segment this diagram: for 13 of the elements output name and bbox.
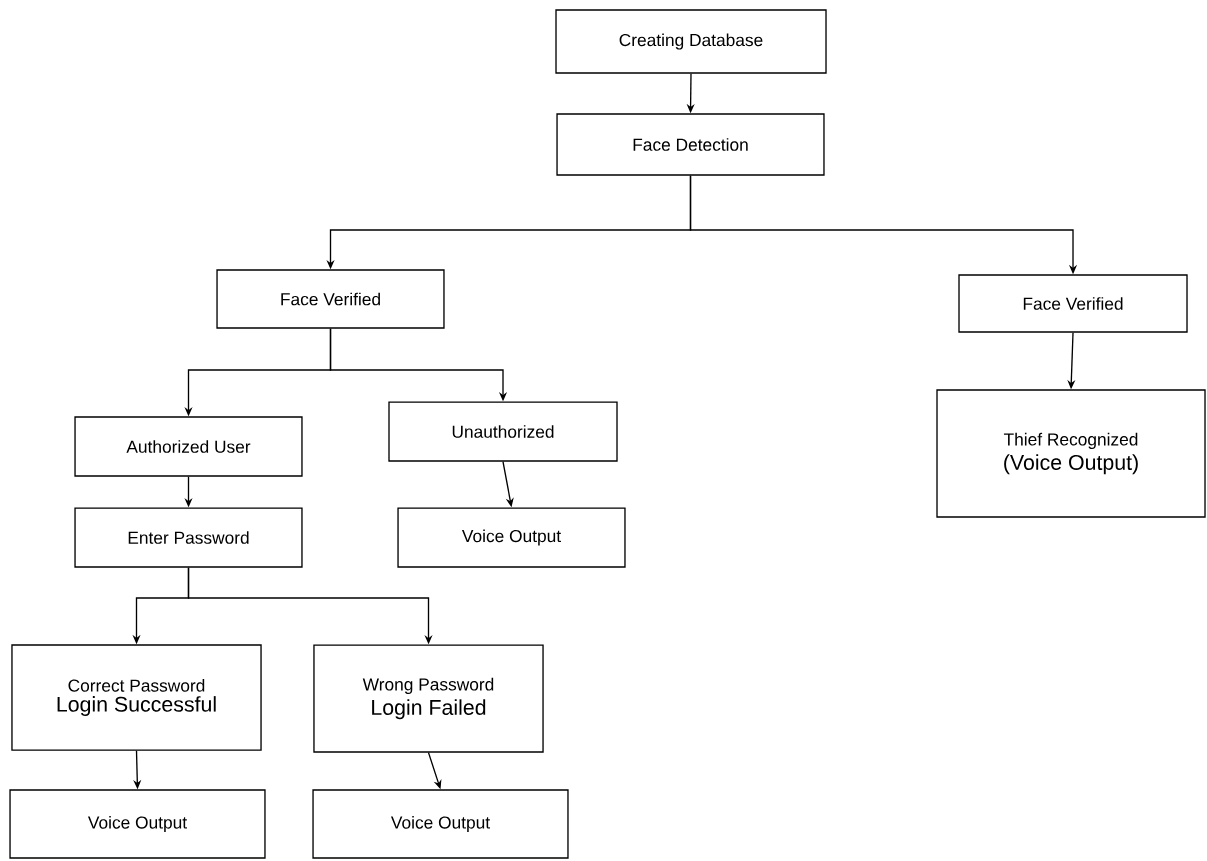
- process-box: Voice Output: [312, 789, 569, 859]
- process-box: Voice Output: [9, 789, 266, 859]
- process-box: Correct Password Login Successful: [11, 644, 262, 751]
- process-box: Face Detection: [556, 113, 825, 176]
- process-box: Thief Recognized (Voice Output): [936, 389, 1206, 518]
- process-box: Unauthorized: [388, 401, 618, 462]
- process-box: Authorized User: [74, 416, 303, 477]
- process-box: Face Verified: [216, 269, 445, 329]
- process-box: Face Verified: [958, 274, 1188, 333]
- process-box: Enter Password: [74, 507, 303, 568]
- process-box: Wrong Password Login Failed: [313, 644, 544, 753]
- process-box: Creating Database: [555, 9, 827, 74]
- process-box: Voice Output: [397, 507, 626, 568]
